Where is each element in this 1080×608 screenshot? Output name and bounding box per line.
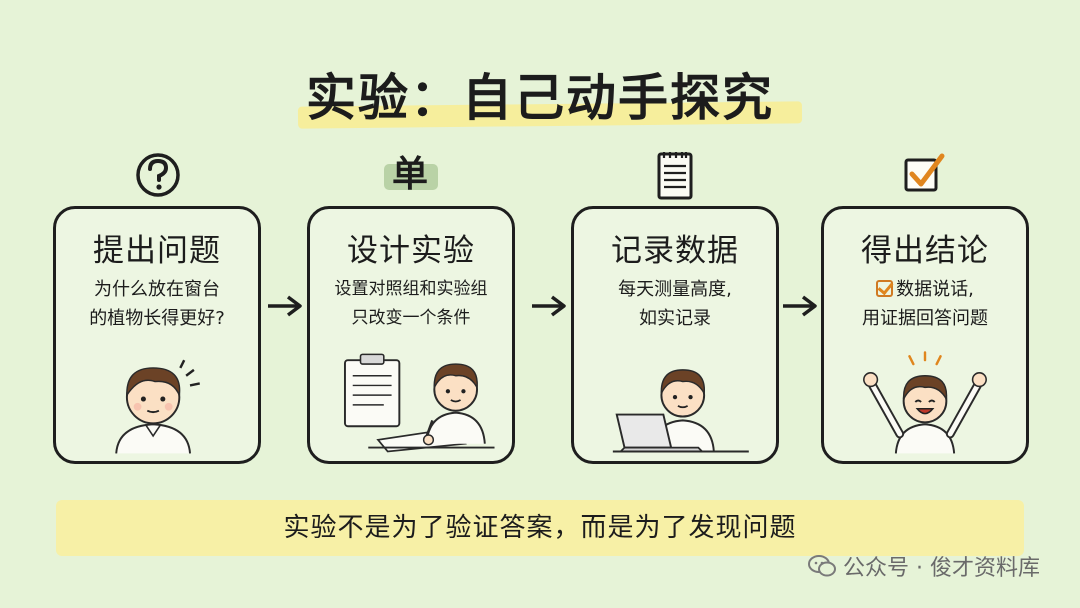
summary-banner: 实验不是为了验证答案，而是为了发现问题 bbox=[56, 500, 1024, 556]
desc-line: 每天测量高度, bbox=[618, 279, 732, 300]
checkbox-mini-icon bbox=[876, 280, 894, 297]
card-description: 为什么放在窗台 的植物长得更好? bbox=[56, 275, 258, 333]
card-title: 得出结论 bbox=[861, 233, 989, 269]
boy-laptop-illustration bbox=[612, 369, 749, 453]
arrow-right-icon bbox=[783, 295, 817, 317]
question-circle-icon bbox=[136, 153, 180, 197]
card-title: 提出问题 bbox=[93, 233, 221, 269]
desc-line: 设置对照组和实验组 bbox=[334, 279, 488, 299]
watermark-text: 公众号 · 俊才资料库 bbox=[843, 556, 1040, 581]
card-description: 设置对照组和实验组 只改变一个条件 bbox=[310, 275, 512, 333]
arrow-right-icon bbox=[532, 295, 566, 317]
boy-thinking-illustration bbox=[115, 359, 200, 454]
card-title: 记录数据 bbox=[611, 233, 739, 269]
card-title: 设计实验 bbox=[347, 233, 475, 269]
wechat-icon bbox=[808, 555, 837, 577]
step-card-design: 设计实验 设置对照组和实验组 只改变一个条件 bbox=[307, 206, 515, 464]
notepad-icon bbox=[657, 152, 693, 200]
boy-writing-illustration bbox=[343, 353, 495, 453]
desc-line: 数据说话, bbox=[896, 279, 974, 300]
summary-text: 实验不是为了验证答案，而是为了发现问题 bbox=[283, 513, 797, 543]
step-card-conclude: 得出结论 数据说话, 用证据回答问题 bbox=[821, 206, 1029, 464]
boy-cheering-illustration bbox=[863, 351, 987, 454]
desc-line: 如实记录 bbox=[639, 308, 711, 329]
card-description: 每天测量高度, 如实记录 bbox=[574, 275, 776, 333]
checkbox-icon bbox=[904, 153, 945, 192]
step-badge-text: 单 bbox=[391, 154, 428, 195]
desc-line: 只改变一个条件 bbox=[351, 308, 471, 328]
title-area: 实验：自己动手探究 bbox=[0, 58, 1080, 130]
step-card-ask: 提出问题 为什么放在窗台 的植物长得更好? bbox=[53, 206, 261, 464]
arrow-right-icon bbox=[268, 295, 302, 317]
desc-line: 的植物长得更好? bbox=[89, 308, 225, 329]
watermark: 公众号 · 俊才资料库 bbox=[807, 550, 1040, 582]
step-card-record: 记录数据 每天测量高度, 如实记录 bbox=[571, 206, 779, 464]
desc-line: 为什么放在窗台 bbox=[94, 279, 220, 300]
card-description: 数据说话, 用证据回答问题 bbox=[824, 275, 1026, 333]
page-title: 实验：自己动手探究 bbox=[298, 58, 782, 130]
step-badge: 单 bbox=[378, 150, 442, 200]
desc-line: 用证据回答问题 bbox=[862, 308, 988, 329]
